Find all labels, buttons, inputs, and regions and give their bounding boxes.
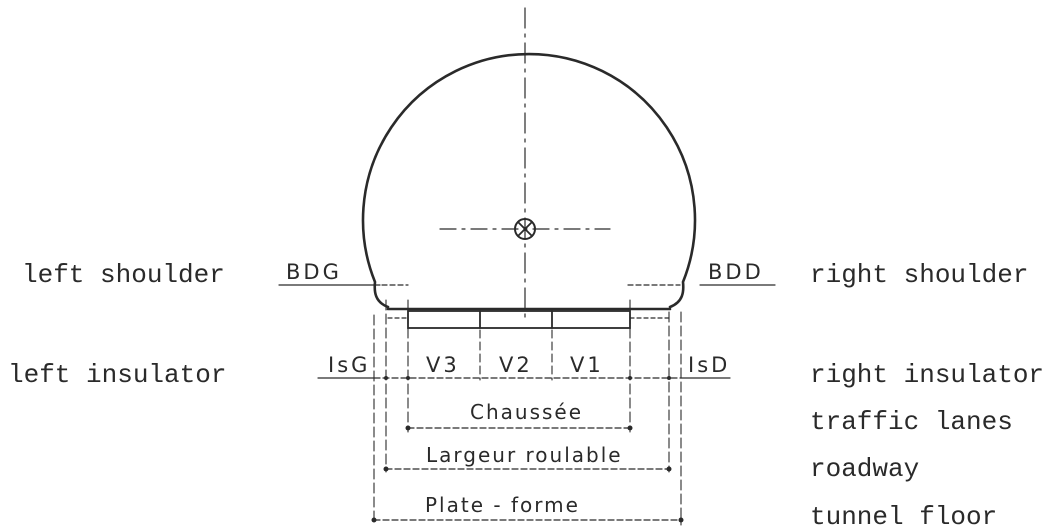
roadway-label: roadway (810, 454, 920, 484)
left-insulator-label: left insulator (8, 360, 227, 390)
chaussee-caption: Chaussée (470, 400, 583, 424)
tunnel-arch (361, 52, 697, 309)
largeur-roulable-caption: Largeur roulable (426, 443, 623, 467)
tunnel-floor-label: tunnel floor (810, 502, 998, 532)
centre-marker-icon (514, 218, 536, 240)
bdd-label: BDD (708, 260, 764, 284)
lane-v2-label: V2 (499, 353, 533, 377)
isg-label: IsG (328, 353, 370, 377)
right-insulator-label: right insulator (810, 360, 1045, 390)
bdg-label: BDG (286, 260, 342, 284)
left-shoulder-label: left shoulder (22, 260, 225, 290)
plate-forme-caption: Plate - forme (425, 493, 580, 517)
lane-v1-label: V1 (570, 353, 604, 377)
isd-label: IsD (688, 353, 730, 377)
lane-v3-label: V3 (426, 353, 460, 377)
traffic-lanes-label: traffic lanes (810, 407, 1013, 437)
roadway-slab (407, 310, 631, 329)
right-shoulder-label: right shoulder (810, 260, 1029, 290)
